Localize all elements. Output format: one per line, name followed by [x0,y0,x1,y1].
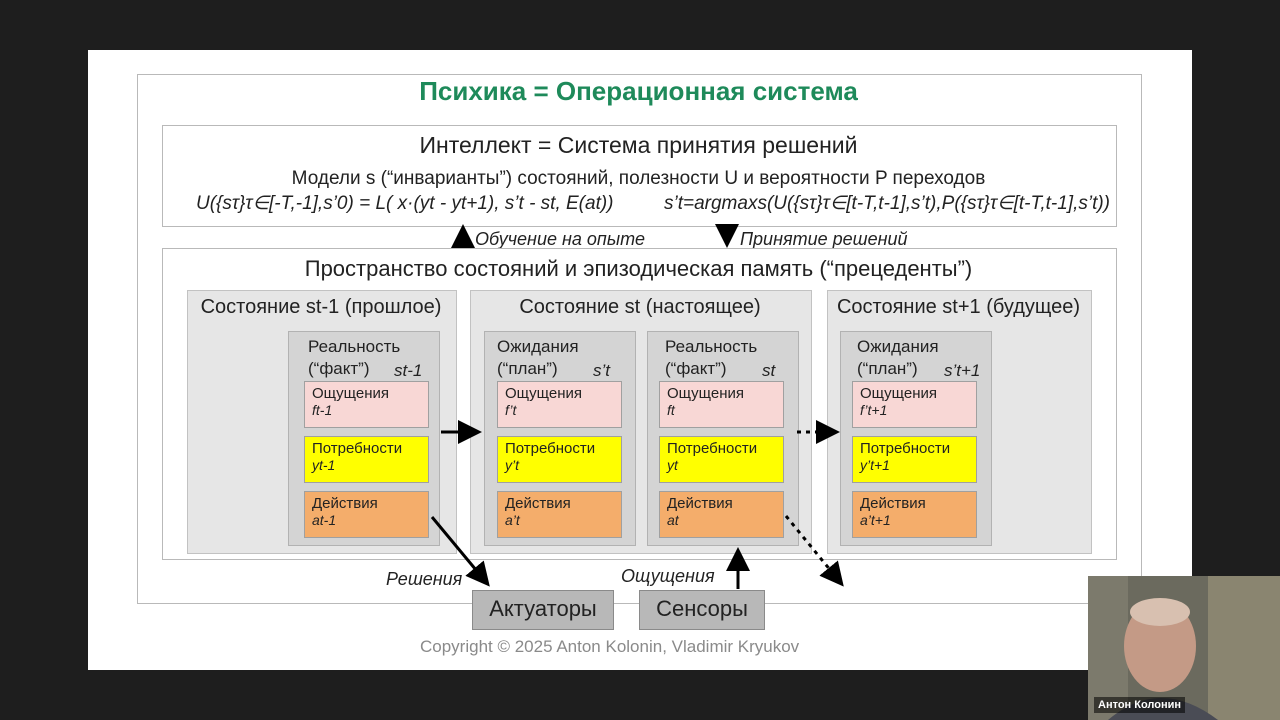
models-line: Модели s (“инварианты”) состояний, полез… [291,168,986,189]
participant-name: Антон Колонин [1094,697,1186,713]
cell-label: Потребности [860,440,951,457]
past-reality-sub: (“факт”) [308,359,370,378]
utility-formula: U({sτ}τ∈[-T,-1],s’0) = L( x·(yt - yt+1),… [196,193,614,214]
cell-var: f’t+1 [860,402,888,418]
learning-label: Обучение на опыте [475,229,646,249]
cell-label: Действия [505,495,571,512]
webcam-video [1088,576,1280,720]
cell-var: y’t [505,457,519,473]
future-expect-label: Ожидания [857,337,939,356]
cell-label: Действия [667,495,733,512]
actuators-box: Актуаторы [472,590,614,630]
cell-var: yt [667,457,678,473]
sensors-box: Сенсоры [639,590,765,630]
cell-label: Ощущения [505,385,582,402]
decisions-label: Решения [386,569,463,589]
past-reality-symbol: st-1 [394,361,423,380]
cell-var: a’t [505,512,520,528]
cell-label: Ощущения [312,385,389,402]
decision-label: Принятие решений [740,229,908,249]
copyright-text: Copyright © 2025 Anton Kolonin, Vladimir… [420,637,800,656]
cell-var: at [667,512,679,528]
future-expect-sub: (“план”) [857,359,918,378]
cell-var: ft [667,402,675,418]
future-expect-symbol: s’t+1 [944,361,981,380]
future-actions-arrow [784,515,844,587]
cell-label: Действия [312,495,378,512]
state-future-title: Состояние st+1 (будущее) [836,296,1081,318]
cell-label: Ощущения [667,385,744,402]
present-reality-label: Реальность [665,337,758,356]
cell-var: at-1 [312,512,337,528]
intellect-panel [162,125,1117,227]
cell-label: Ощущения [860,385,937,402]
cell-label: Действия [860,495,926,512]
intellect-title: Интеллект = Система принятия решений [419,132,858,158]
present-expect-sub: (“план”) [497,359,558,378]
past-reality-label: Реальность [308,337,401,356]
cell-var: f’t [505,402,517,418]
cell-var: yt-1 [312,457,336,473]
slide-title: Психика = Операционная система [419,76,858,106]
cell-var: a’t+1 [860,512,891,528]
state-space-title: Пространство состояний и эпизодическая п… [304,256,973,281]
present-reality-sub: (“факт”) [665,359,727,378]
sensations-label: Ощущения [621,566,715,586]
decisions-arrow [430,516,490,587]
cell-label: Потребности [312,440,403,457]
state-present-title: Состояние st (настоящее) [519,296,761,318]
cell-var: y’t+1 [860,457,890,473]
speaker-image [1088,576,1280,720]
cell-label: Потребности [667,440,758,457]
state-past-title: Состояние st-1 (прошлое) [200,296,442,318]
present-expect-label: Ожидания [497,337,579,356]
cell-var: ft-1 [312,402,333,418]
present-expect-symbol: s’t [593,361,610,380]
cell-label: Потребности [505,440,596,457]
present-reality-symbol: st [762,361,776,380]
argmax-formula: s’t=argmaxs(U({sτ}τ∈[t-T,t-1],s’t),P({sτ… [664,193,1111,214]
